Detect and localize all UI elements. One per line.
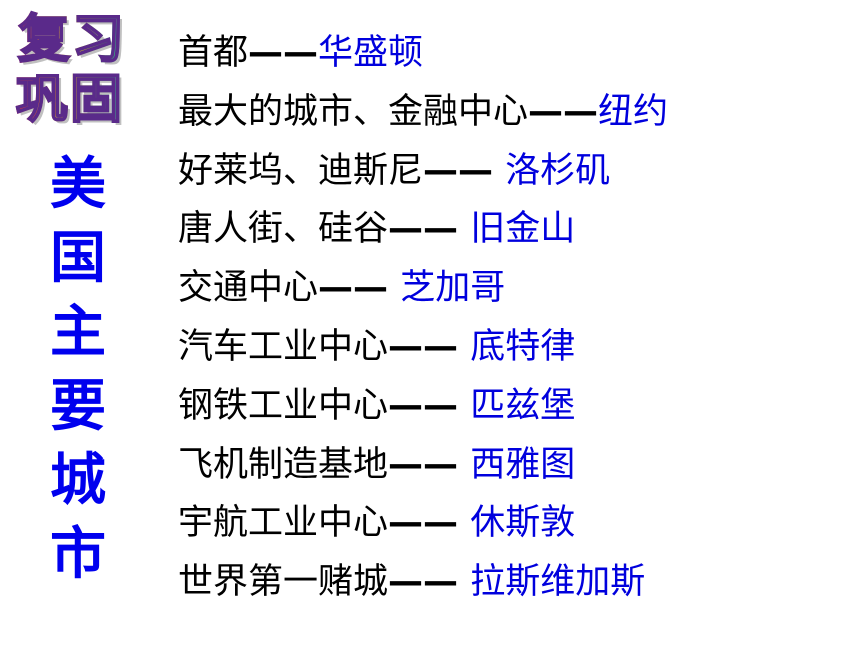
- list-item: 最大的城市、金融中心——纽约: [178, 83, 848, 142]
- vertical-title: 美 国 主 要 城 市: [44, 148, 112, 592]
- title-char: 城: [50, 448, 106, 513]
- item-city: 休斯敦: [470, 503, 576, 544]
- item-city: 洛杉矶: [505, 150, 611, 191]
- item-desc: 宇航工业中心: [178, 503, 389, 544]
- item-separator: ——: [388, 444, 471, 485]
- title-char: 主: [50, 300, 106, 365]
- item-city: 纽约: [598, 91, 669, 132]
- list-item: 钢铁工业中心—— 匹兹堡: [178, 377, 848, 436]
- item-city: 底特律: [470, 326, 576, 367]
- logo-line-1: 复习: [17, 11, 168, 69]
- list-item: 世界第一赌城—— 拉斯维加斯: [178, 553, 848, 612]
- city-list: 首都——华盛顿 最大的城市、金融中心——纽约 好莱坞、迪斯尼—— 洛杉矶 唐人街…: [178, 24, 848, 612]
- item-desc: 汽车工业中心: [178, 326, 389, 367]
- item-desc: 钢铁工业中心: [178, 385, 389, 426]
- item-desc: 首都: [178, 33, 249, 73]
- item-desc: 唐人街、硅谷: [178, 209, 389, 250]
- item-separator: ——: [248, 33, 319, 73]
- item-separator: ——: [388, 503, 471, 544]
- title-char: 美: [50, 152, 106, 217]
- item-city: 匹兹堡: [470, 385, 576, 426]
- item-separator: ——: [388, 562, 471, 603]
- list-item: 唐人街、硅谷—— 旧金山: [178, 200, 848, 259]
- list-item: 交通中心—— 芝加哥: [178, 259, 848, 318]
- item-desc: 最大的城市、金融中心: [178, 91, 529, 132]
- logo-line-2: 巩固: [15, 71, 166, 129]
- item-separator: ——: [423, 150, 506, 191]
- item-separator: ——: [528, 91, 599, 132]
- list-item: 飞机制造基地—— 西雅图: [178, 436, 848, 495]
- item-separator: ——: [318, 268, 401, 309]
- list-item: 汽车工业中心—— 底特律: [178, 318, 848, 377]
- title-char: 要: [50, 374, 106, 439]
- list-item: 宇航工业中心—— 休斯敦: [178, 494, 848, 553]
- item-city: 西雅图: [470, 444, 576, 485]
- title-char: 国: [50, 226, 106, 291]
- item-city: 旧金山: [470, 209, 576, 250]
- item-separator: ——: [388, 385, 471, 426]
- review-logo: 复习 巩固: [14, 11, 166, 132]
- list-item: 好莱坞、迪斯尼—— 洛杉矶: [178, 142, 848, 201]
- item-city: 芝加哥: [400, 268, 506, 309]
- item-desc: 世界第一赌城: [178, 562, 389, 603]
- item-city: 华盛顿: [318, 33, 424, 73]
- list-item: 首都——华盛顿: [178, 24, 848, 83]
- item-desc: 飞机制造基地: [178, 444, 389, 485]
- item-separator: ——: [388, 326, 471, 367]
- item-desc: 好莱坞、迪斯尼: [178, 150, 424, 191]
- item-separator: ——: [388, 209, 471, 250]
- item-desc: 交通中心: [178, 268, 319, 309]
- item-city: 拉斯维加斯: [470, 562, 646, 603]
- title-char: 市: [50, 522, 106, 587]
